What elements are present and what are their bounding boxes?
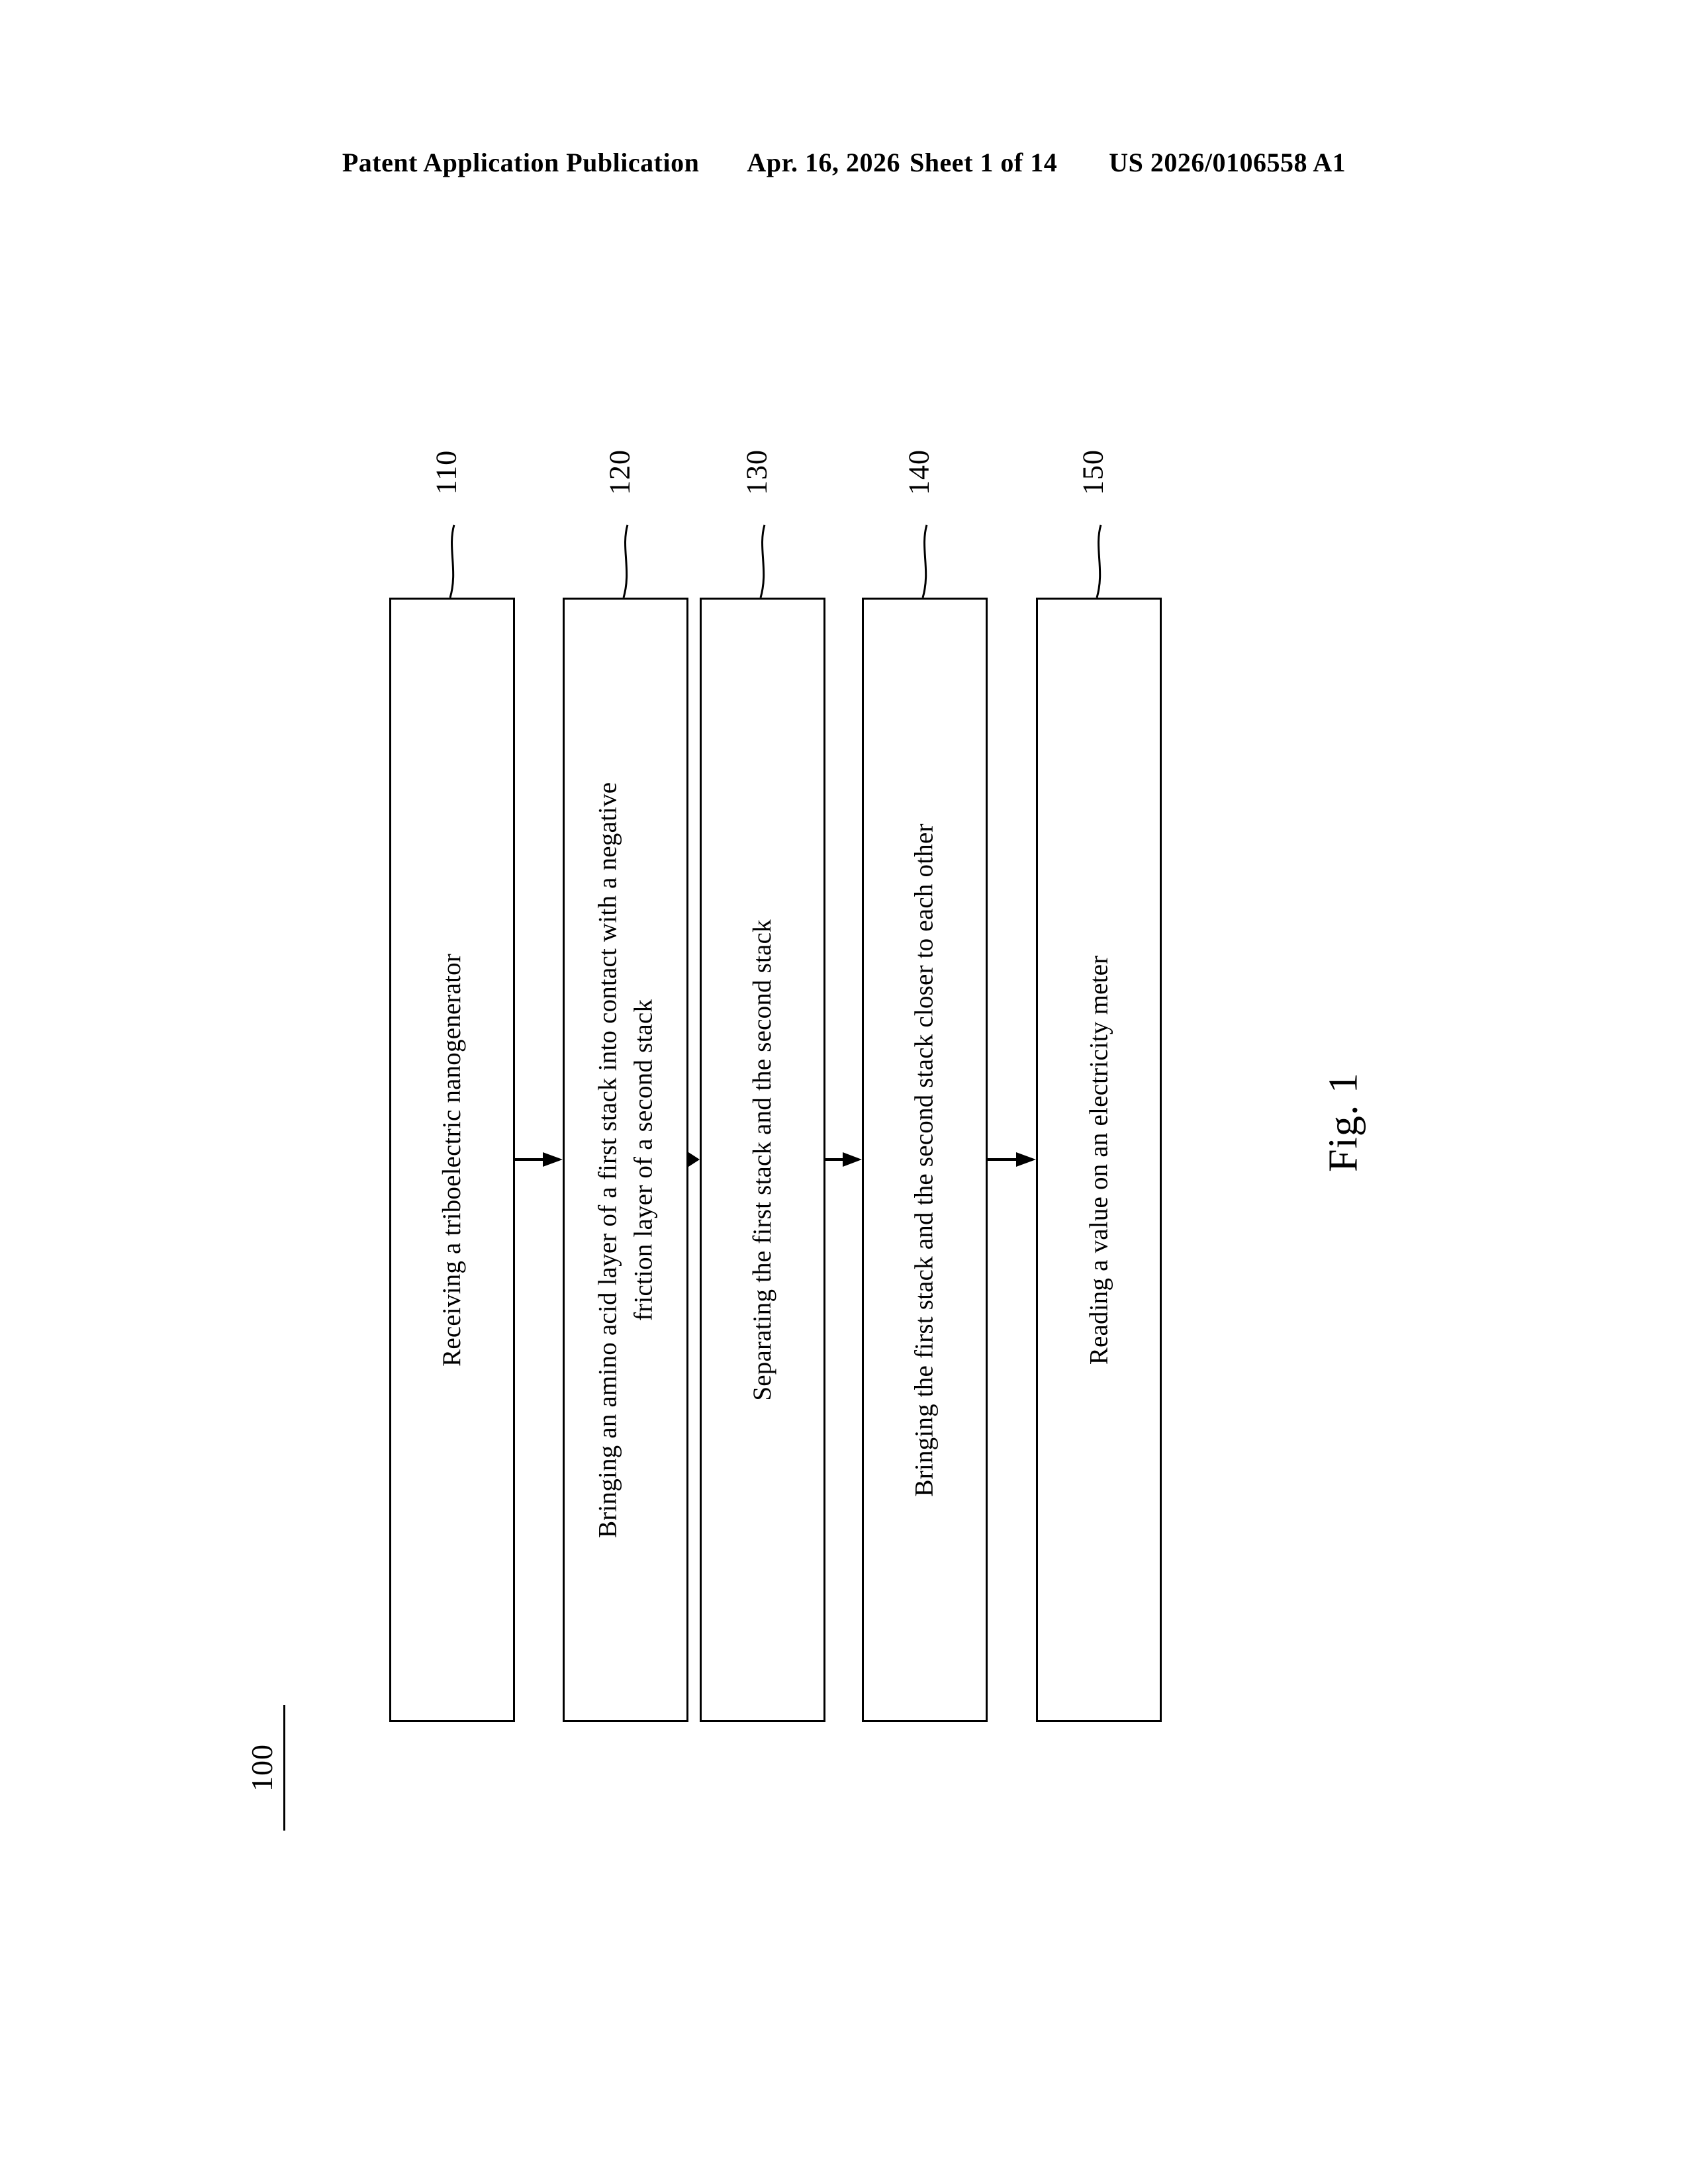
flow-step-text-130: Separating the first stack and the secon… [748, 919, 777, 1401]
publication-date: Apr. 16, 2026 [747, 148, 901, 177]
reference-numeral-150: 150 [1076, 449, 1109, 495]
publication-title: Patent Application Publication [342, 148, 700, 177]
flow-arrow-icon-1 [515, 1152, 563, 1167]
patent-number: US 2026/0106558 A1 [1109, 148, 1346, 177]
flow-arrow-icon-2 [688, 1152, 700, 1167]
system-reference-numeral: 100 [244, 1705, 285, 1831]
flow-step-label-120: Bringing an amino acid layer of a first … [590, 782, 661, 1537]
reference-numeral-130: 130 [740, 449, 773, 495]
flow-step-box-140: Bringing the first stack and the second … [862, 598, 988, 1722]
flow-step-text-110: Receiving a triboelectric nanogenerator [438, 953, 467, 1367]
flow-step-box-120: Bringing an amino acid layer of a first … [563, 598, 688, 1722]
flow-step-text-120-line1: Bringing an amino acid layer of a first … [593, 782, 622, 1538]
figure-caption: Fig. 1 [1321, 1072, 1366, 1172]
reference-numeral-120: 120 [603, 449, 636, 495]
flow-step-label-110: Receiving a triboelectric nanogenerator [434, 954, 470, 1367]
flow-step-box-150: Reading a value on an electricity meter [1036, 598, 1162, 1722]
flow-step-box-110: Receiving a triboelectric nanogenerator [389, 598, 515, 1722]
page-header: Patent Application Publication Apr. 16, 2… [0, 147, 1688, 178]
flow-step-label-130: Separating the first stack and the secon… [745, 919, 780, 1400]
sheet-number: Sheet 1 of 14 [910, 148, 1058, 177]
flow-step-label-150: Reading a value on an electricity meter [1081, 955, 1117, 1365]
flow-arrow-icon-3 [825, 1152, 862, 1167]
flow-step-text-120-line2: friction layer of a second stack [629, 999, 657, 1321]
flow-step-text-140: Bringing the first stack and the second … [910, 823, 939, 1497]
flow-step-box-130: Separating the first stack and the secon… [700, 598, 825, 1722]
flow-arrow-icon-4 [988, 1152, 1036, 1167]
flow-step-label-140: Bringing the first stack and the second … [907, 823, 943, 1496]
flow-step-text-150: Reading a value on an electricity meter [1084, 955, 1113, 1365]
reference-numeral-110: 110 [430, 449, 463, 495]
reference-numeral-140: 140 [902, 449, 935, 495]
